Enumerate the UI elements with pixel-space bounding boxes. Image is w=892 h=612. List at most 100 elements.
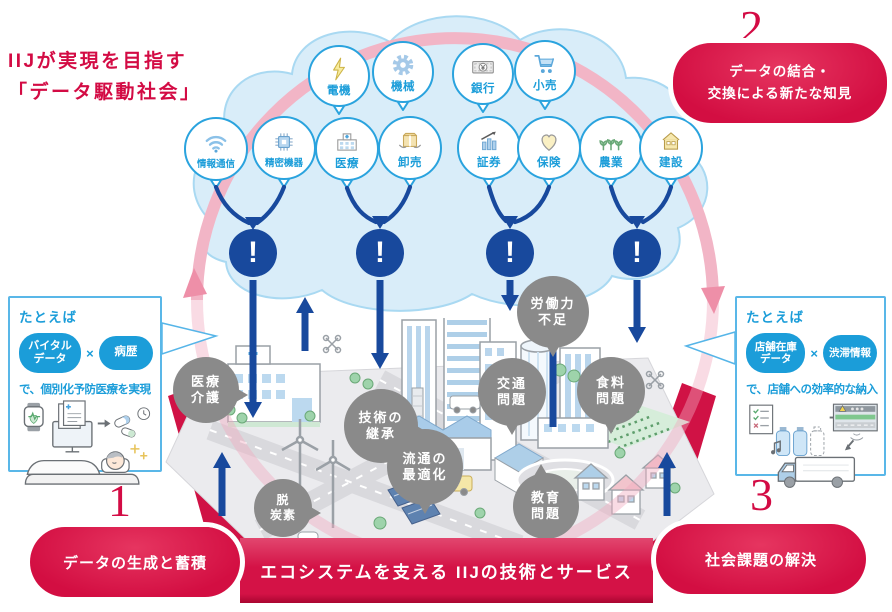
alert-circle-3: ! bbox=[486, 229, 534, 277]
step-2-number: 2 bbox=[740, 1, 763, 52]
ecosystem-banner: エコシステムを支える IIJの技術とサービス bbox=[240, 538, 653, 603]
left-box-pointer bbox=[161, 322, 219, 356]
exclamation-mark: ! bbox=[375, 236, 385, 269]
step-3-pill: 社会課題の解決 bbox=[656, 524, 866, 594]
industry-label: 建設 bbox=[659, 156, 683, 169]
trees bbox=[212, 363, 681, 530]
ring-arrowhead-up bbox=[183, 268, 207, 298]
gear-icon bbox=[390, 52, 416, 78]
exclamation-mark: ! bbox=[505, 236, 515, 269]
ring-arrowhead-down bbox=[701, 286, 725, 314]
issue-bubble-decarbonization: 脱炭素 bbox=[254, 479, 321, 537]
industry-label: 機械 bbox=[391, 80, 415, 93]
industry-label: 小売 bbox=[533, 79, 557, 92]
down-arrowheads bbox=[244, 295, 646, 418]
issue-bubble-education: 教育問題 bbox=[513, 464, 579, 539]
industry-label: 保険 bbox=[537, 156, 561, 169]
industry-label: 証券 bbox=[477, 156, 501, 169]
svg-text:¥: ¥ bbox=[481, 63, 486, 72]
music-note-icon bbox=[771, 440, 781, 455]
multiply-operator: × bbox=[86, 345, 94, 361]
example-formula: バイタル データ × 病歴 bbox=[19, 333, 153, 373]
industry-bubble-bank: ¥ 銀行 bbox=[452, 43, 514, 105]
chip-icon bbox=[271, 129, 297, 155]
house-icon bbox=[658, 128, 684, 154]
truck-icon bbox=[771, 440, 856, 488]
issue-bubble-food: 食料問題 bbox=[577, 357, 645, 434]
industry-bubble-precision: 精密機器 bbox=[252, 116, 316, 180]
example-box-left: たとえば バイタル データ × 病歴 で、個別化予防医療を実現 bbox=[8, 296, 162, 485]
checklist-icon bbox=[749, 404, 774, 435]
wifi-icon bbox=[203, 130, 229, 156]
example-result: で、個別化予防医療を実現 bbox=[19, 384, 151, 396]
example-intro: たとえば bbox=[746, 310, 804, 325]
industry-bubble-wholesale: 卸売 bbox=[378, 116, 442, 180]
delivery-illustration bbox=[749, 403, 878, 488]
industry-bubble-retail: 小売 bbox=[514, 40, 576, 102]
industry-bubble-medical: 医療 bbox=[315, 117, 379, 181]
industry-label: 医療 bbox=[335, 157, 359, 170]
merge-arrows bbox=[213, 184, 674, 226]
industry-label: 銀行 bbox=[471, 82, 495, 95]
data-pill-vital: バイタル データ bbox=[19, 333, 82, 373]
alert-circle-4: ! bbox=[613, 229, 661, 277]
industry-bubble-telecom: 情報通信 bbox=[184, 117, 248, 181]
exclamation-mark: ! bbox=[632, 236, 642, 269]
industry-bubble-insurance: 保険 bbox=[517, 116, 581, 180]
industry-bubble-machinery: 機械 bbox=[372, 41, 434, 103]
step-1-pill: データの生成と蓄積 bbox=[30, 527, 240, 597]
example-box-right: たとえば 店舗在庫 データ × 渋滞情報 で、店舗への効率的な納入 bbox=[735, 296, 886, 488]
industry-bubble-securities: 証券 bbox=[457, 116, 521, 180]
data-pill-history: 病歴 bbox=[98, 336, 153, 370]
smartwatch-icon bbox=[23, 402, 44, 432]
chart-icon bbox=[476, 128, 502, 154]
page-title-line1: IIJが実現を目指す bbox=[8, 51, 188, 72]
preventive-care-illustration bbox=[23, 400, 151, 485]
heart-icon bbox=[536, 128, 562, 154]
industry-label: 情報通信 bbox=[196, 158, 235, 170]
issue-bubble-traffic: 交通問題 bbox=[478, 358, 546, 435]
multiply-operator: × bbox=[810, 345, 818, 361]
industry-bubble-agriculture: 農業 bbox=[579, 116, 643, 180]
arrow-head bbox=[104, 419, 111, 428]
hospital-icon bbox=[334, 129, 360, 155]
merge-arrowheads bbox=[245, 216, 645, 230]
step-1-number: 1 bbox=[108, 475, 131, 526]
banknote-icon: ¥ bbox=[470, 54, 496, 80]
issue-bubble-labor-shortage: 労働力不足 bbox=[517, 276, 589, 357]
step-3-number: 3 bbox=[750, 469, 773, 520]
industry-label: 卸売 bbox=[398, 156, 422, 169]
wind-turbines bbox=[281, 419, 351, 528]
alert-circle-2: ! bbox=[356, 229, 404, 277]
industry-label: 電機 bbox=[327, 84, 351, 97]
example-intro: たとえば bbox=[19, 310, 77, 325]
down-arrows bbox=[249, 280, 641, 404]
page-title-line2: 「データ駆動社会」 bbox=[8, 82, 202, 103]
traffic-screen-icon bbox=[832, 403, 878, 451]
lightning-icon bbox=[326, 56, 352, 82]
industry-bubble-construction: 建設 bbox=[639, 116, 703, 180]
sleeping-person-illustration bbox=[24, 444, 148, 485]
bottles-icon bbox=[775, 426, 825, 457]
medical-record-monitor-icon bbox=[52, 400, 93, 453]
sparkle-icon bbox=[130, 444, 148, 460]
example-result: で、店舗への効率的な納入 bbox=[746, 384, 878, 396]
sprout-icon bbox=[598, 128, 624, 154]
issue-bubble-distribution: 流通の最適化 bbox=[387, 429, 463, 514]
industry-label: 精密機器 bbox=[264, 157, 303, 169]
package-icon bbox=[397, 128, 423, 154]
cart-icon bbox=[532, 51, 558, 77]
drone-icons bbox=[322, 334, 665, 390]
data-pill-traffic: 渋滞情報 bbox=[823, 335, 877, 371]
issue-bubble-medical-care: 医療介護 bbox=[173, 357, 248, 423]
page-title: IIJが実現を目指す 「データ駆動社会」 bbox=[8, 46, 202, 108]
step-2-pill: データの結合・ 交換による新たな知見 bbox=[673, 43, 887, 123]
exclamation-mark: ! bbox=[248, 236, 258, 269]
alert-circle-1: ! bbox=[229, 229, 277, 277]
banner-label: エコシステムを支える IIJの技術とサービス bbox=[260, 563, 633, 582]
industry-label: 農業 bbox=[599, 156, 623, 169]
data-pill-inventory: 店舗在庫 データ bbox=[746, 333, 806, 373]
industry-bubble-electronics: 電機 bbox=[308, 45, 370, 107]
example-formula: 店舗在庫 データ × 渋滞情報 bbox=[746, 333, 877, 373]
